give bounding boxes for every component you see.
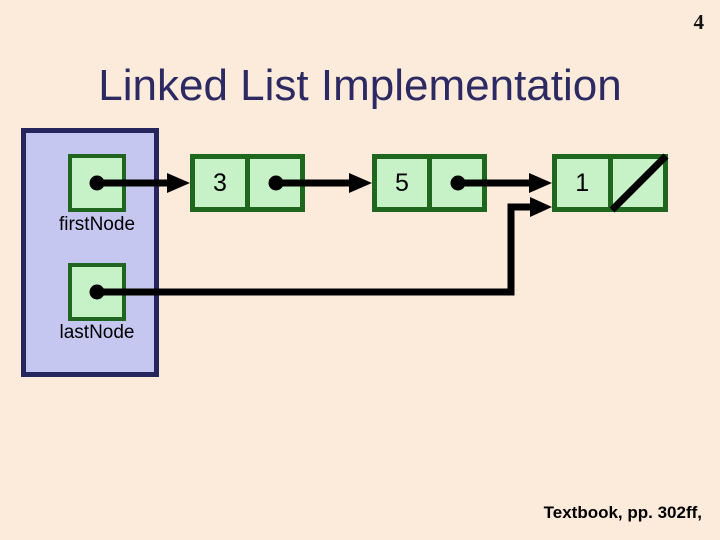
- lastnode-label: lastNode: [59, 322, 135, 343]
- list-node-5: 5: [372, 154, 487, 212]
- node-pointer-cell: [245, 159, 300, 207]
- node-value: 1: [575, 168, 590, 197]
- lastnode-arrowhead: [530, 197, 552, 217]
- lastnode-pointer-box: [68, 263, 126, 321]
- firstnode-pointer-box: [68, 154, 126, 212]
- node-pointer-cell: [427, 159, 482, 207]
- slide-title: Linked List Implementation: [98, 61, 622, 110]
- node5-arrowhead: [529, 173, 552, 193]
- node-value: 5: [395, 168, 409, 197]
- node-pointer-cell: [607, 159, 664, 207]
- node3-arrowhead: [349, 173, 372, 193]
- firstnode-arrowhead: [167, 173, 190, 193]
- page-number: 4: [693, 10, 705, 34]
- list-node-1: 1: [552, 154, 668, 212]
- lastnode-arrow-line: [97, 203, 531, 296]
- footer-reference: Textbook, pp. 302ff,: [543, 503, 702, 522]
- list-node-3: 3: [190, 154, 305, 212]
- firstnode-label: firstNode: [58, 214, 136, 235]
- node-value: 3: [213, 168, 227, 197]
